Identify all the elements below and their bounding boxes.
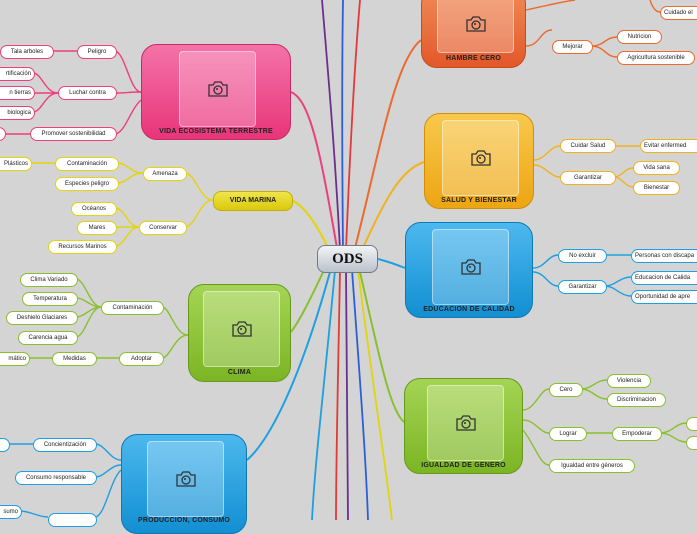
node-climatico[interactable]: mático (0, 352, 30, 366)
node-personas-discapacidad[interactable]: Personas con discapa (631, 249, 697, 263)
camera-icon (231, 321, 252, 337)
image-placeholder (432, 229, 509, 305)
node-recursos-marinos[interactable]: Recursos Marinos (48, 240, 117, 254)
topic-label: EDUCACION DE CALIDAD (423, 306, 515, 313)
node-no-excluir[interactable]: No excluir (558, 249, 607, 263)
central-topic[interactable]: ODS (317, 245, 378, 273)
node-promover-sostenibilidad[interactable]: Promover sostenibilidad (30, 127, 117, 141)
node-peligro[interactable]: Peligro (77, 45, 117, 59)
topic-label: HAMBRE CERO (445, 55, 502, 62)
node-evitar-enfermedad[interactable]: Evitar enfermed (640, 139, 697, 153)
topic-clima[interactable]: CLIMA (188, 284, 291, 382)
image-placeholder (442, 120, 519, 196)
node-desertificacion[interactable]: rtificación (0, 67, 35, 81)
node-consumo-responsable[interactable]: Consumo responsable (15, 471, 97, 485)
camera-icon (470, 150, 491, 166)
node-stub-right-1[interactable] (686, 417, 697, 431)
image-placeholder (427, 385, 504, 461)
node-nutricion[interactable]: Nutricion (617, 30, 662, 44)
node-empoderar[interactable]: Empoderar (612, 427, 662, 441)
node-sumo[interactable]: sumo (0, 505, 22, 519)
node-discriminacion[interactable]: Discriminacion (607, 393, 666, 407)
image-placeholder (203, 291, 280, 367)
node-lograr[interactable]: Lograr (549, 427, 587, 441)
node-cuidar-salud[interactable]: Cuidar Salud (560, 139, 616, 153)
topic-label: SALUD Y BIENESTAR (441, 197, 517, 204)
node-tala-arboles[interactable]: Tala arboles (0, 45, 54, 59)
topic-hambre-cero[interactable]: HAMBRE CERO (421, 0, 526, 68)
image-placeholder (437, 0, 514, 53)
node-tierras[interactable]: n tierras (0, 86, 35, 100)
node-stub-right-2[interactable] (686, 436, 697, 450)
topic-produccion-consumo[interactable]: PRODUCCION, CONSUMO (121, 434, 247, 534)
node-mares[interactable]: Mares (77, 221, 117, 235)
node-garantizar-salud[interactable]: Garantizar (560, 171, 616, 185)
topic-label: VIDA ECOSISTEMA TERRESTRE (159, 128, 273, 135)
node-deshielo[interactable]: Deshielo Glaciares (6, 311, 78, 325)
node-igualdad-generos[interactable]: Igualdad entre géneros (549, 459, 635, 473)
topic-salud-bienestar[interactable]: SALUD Y BIENESTAR (424, 113, 534, 209)
node-concientizacion[interactable]: Concientización (33, 438, 97, 452)
camera-icon (465, 16, 486, 32)
topic-igualdad-genero[interactable]: IGUALDAD DE GENERO (404, 378, 523, 474)
node-garantizar-educacion[interactable]: Garantizar (558, 280, 607, 294)
node-biologica[interactable]: biologica (0, 106, 35, 120)
topic-educacion-calidad[interactable]: EDUCACION DE CALIDAD (405, 222, 533, 318)
node-vida-sana[interactable]: Vida sana (633, 161, 680, 175)
node-cuidado[interactable]: Cuidado el (660, 6, 697, 20)
topic-label: IGUALDAD DE GENERO (421, 462, 506, 469)
node-bienestar[interactable]: Bienestar (633, 181, 680, 195)
node-temperatura[interactable]: Temperatura (22, 292, 78, 306)
node-oceanos[interactable]: Océanos (71, 202, 117, 216)
node-adoptar[interactable]: Adoptar (119, 352, 164, 366)
node-carencia-agua[interactable]: Carencia agua (18, 331, 78, 345)
image-placeholder (147, 441, 224, 517)
node-contaminacion-marina[interactable]: Contaminación (55, 157, 119, 171)
node-oportunidad[interactable]: Oportunidad de apre (631, 290, 697, 304)
topic-label: CLIMA (227, 369, 252, 376)
topic-label: PRODUCCION, CONSUMO (137, 517, 231, 524)
node-especies-peligro[interactable]: Especies peligro (55, 177, 119, 191)
node-stub-left-2[interactable] (0, 438, 10, 452)
node-bottom-partial[interactable] (48, 513, 97, 527)
camera-icon (455, 415, 476, 431)
camera-icon (207, 81, 228, 97)
topic-vida-marina[interactable]: VIDA MARINA (213, 191, 293, 211)
topic-vida-terrestre[interactable]: VIDA ECOSISTEMA TERRESTRE (141, 44, 291, 140)
node-mejorar[interactable]: Mejorar (552, 40, 593, 54)
node-plasticos[interactable]: Plásticos (0, 157, 32, 171)
node-amenaza[interactable]: Amenaza (143, 167, 187, 181)
node-contaminacion-clima[interactable]: Contaminación (101, 301, 164, 315)
image-placeholder (179, 51, 256, 127)
node-cero[interactable]: Cero (549, 383, 583, 397)
node-violencia[interactable]: Violencia (607, 374, 651, 388)
node-medidas[interactable]: Medidas (52, 352, 97, 366)
camera-icon (175, 471, 196, 487)
node-conservar[interactable]: Conservar (139, 221, 187, 235)
node-educacion-calidad[interactable]: Educacion de Calida (631, 271, 697, 285)
node-luchar-contra[interactable]: Luchar contra (58, 86, 117, 100)
camera-icon (460, 259, 481, 275)
node-clima-variado[interactable]: Clima Variado (20, 273, 78, 287)
node-agricultura[interactable]: Agricultura sostenible (617, 51, 695, 65)
